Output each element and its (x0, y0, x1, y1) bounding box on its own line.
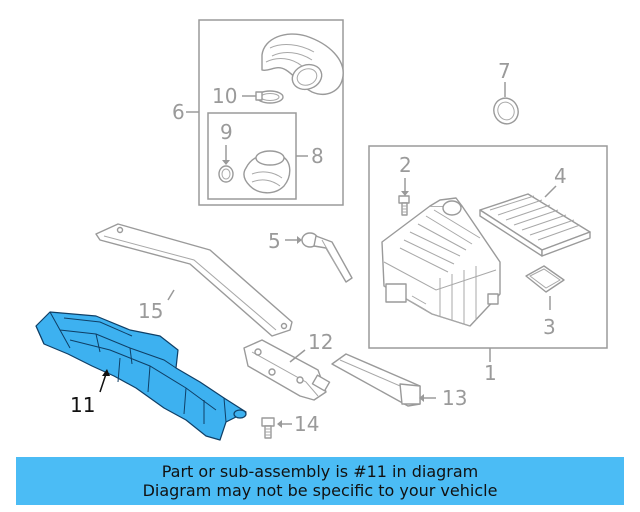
callout-3[interactable]: 3 (543, 315, 556, 339)
callout-11[interactable]: 11 (70, 393, 95, 417)
group-box-1 (368, 145, 608, 349)
callout-13[interactable]: 13 (442, 386, 467, 410)
banner-line-1: Part or sub-assembly is #11 in diagram (161, 462, 479, 481)
air-cleaner-housing[interactable] (381, 197, 501, 327)
callout-4[interactable]: 4 (554, 164, 567, 188)
banner-line-2: Diagram may not be specific to your vehi… (142, 481, 498, 500)
intake-hose[interactable] (261, 33, 344, 95)
info-banner: Part or sub-assembly is #11 in diagram D… (16, 457, 624, 505)
leader-11 (99, 373, 107, 393)
seal-3[interactable] (525, 265, 565, 293)
parts-diagram: 1 2 3 4 5 6 7 8 9 10 11 12 13 14 15 (35, 19, 608, 441)
cover-15[interactable] (95, 223, 293, 337)
intake-elbow[interactable] (243, 150, 291, 194)
bolt-14[interactable] (261, 417, 275, 439)
callout-12[interactable]: 12 (308, 330, 333, 354)
callout-5[interactable]: 5 (268, 229, 281, 253)
callout-6[interactable]: 6 (172, 100, 185, 124)
duct-13[interactable] (331, 353, 421, 407)
callout-1[interactable]: 1 (484, 361, 497, 385)
callout-8[interactable]: 8 (311, 144, 324, 168)
gasket[interactable] (218, 165, 234, 183)
callout-9[interactable]: 9 (220, 120, 233, 144)
pipe-5[interactable] (301, 232, 353, 283)
callout-7[interactable]: 7 (498, 59, 511, 83)
clamp-7[interactable] (490, 94, 523, 128)
callout-10[interactable]: 10 (212, 84, 237, 108)
callout-14[interactable]: 14 (294, 412, 319, 436)
hose-clamp[interactable] (255, 90, 284, 104)
highlighted-part-11[interactable] (35, 311, 247, 441)
bolt-2[interactable] (398, 195, 410, 216)
air-filter-element[interactable] (479, 193, 591, 257)
bracket-12[interactable] (243, 339, 331, 401)
callout-15[interactable]: 15 (138, 299, 163, 323)
callout-2[interactable]: 2 (399, 153, 412, 177)
